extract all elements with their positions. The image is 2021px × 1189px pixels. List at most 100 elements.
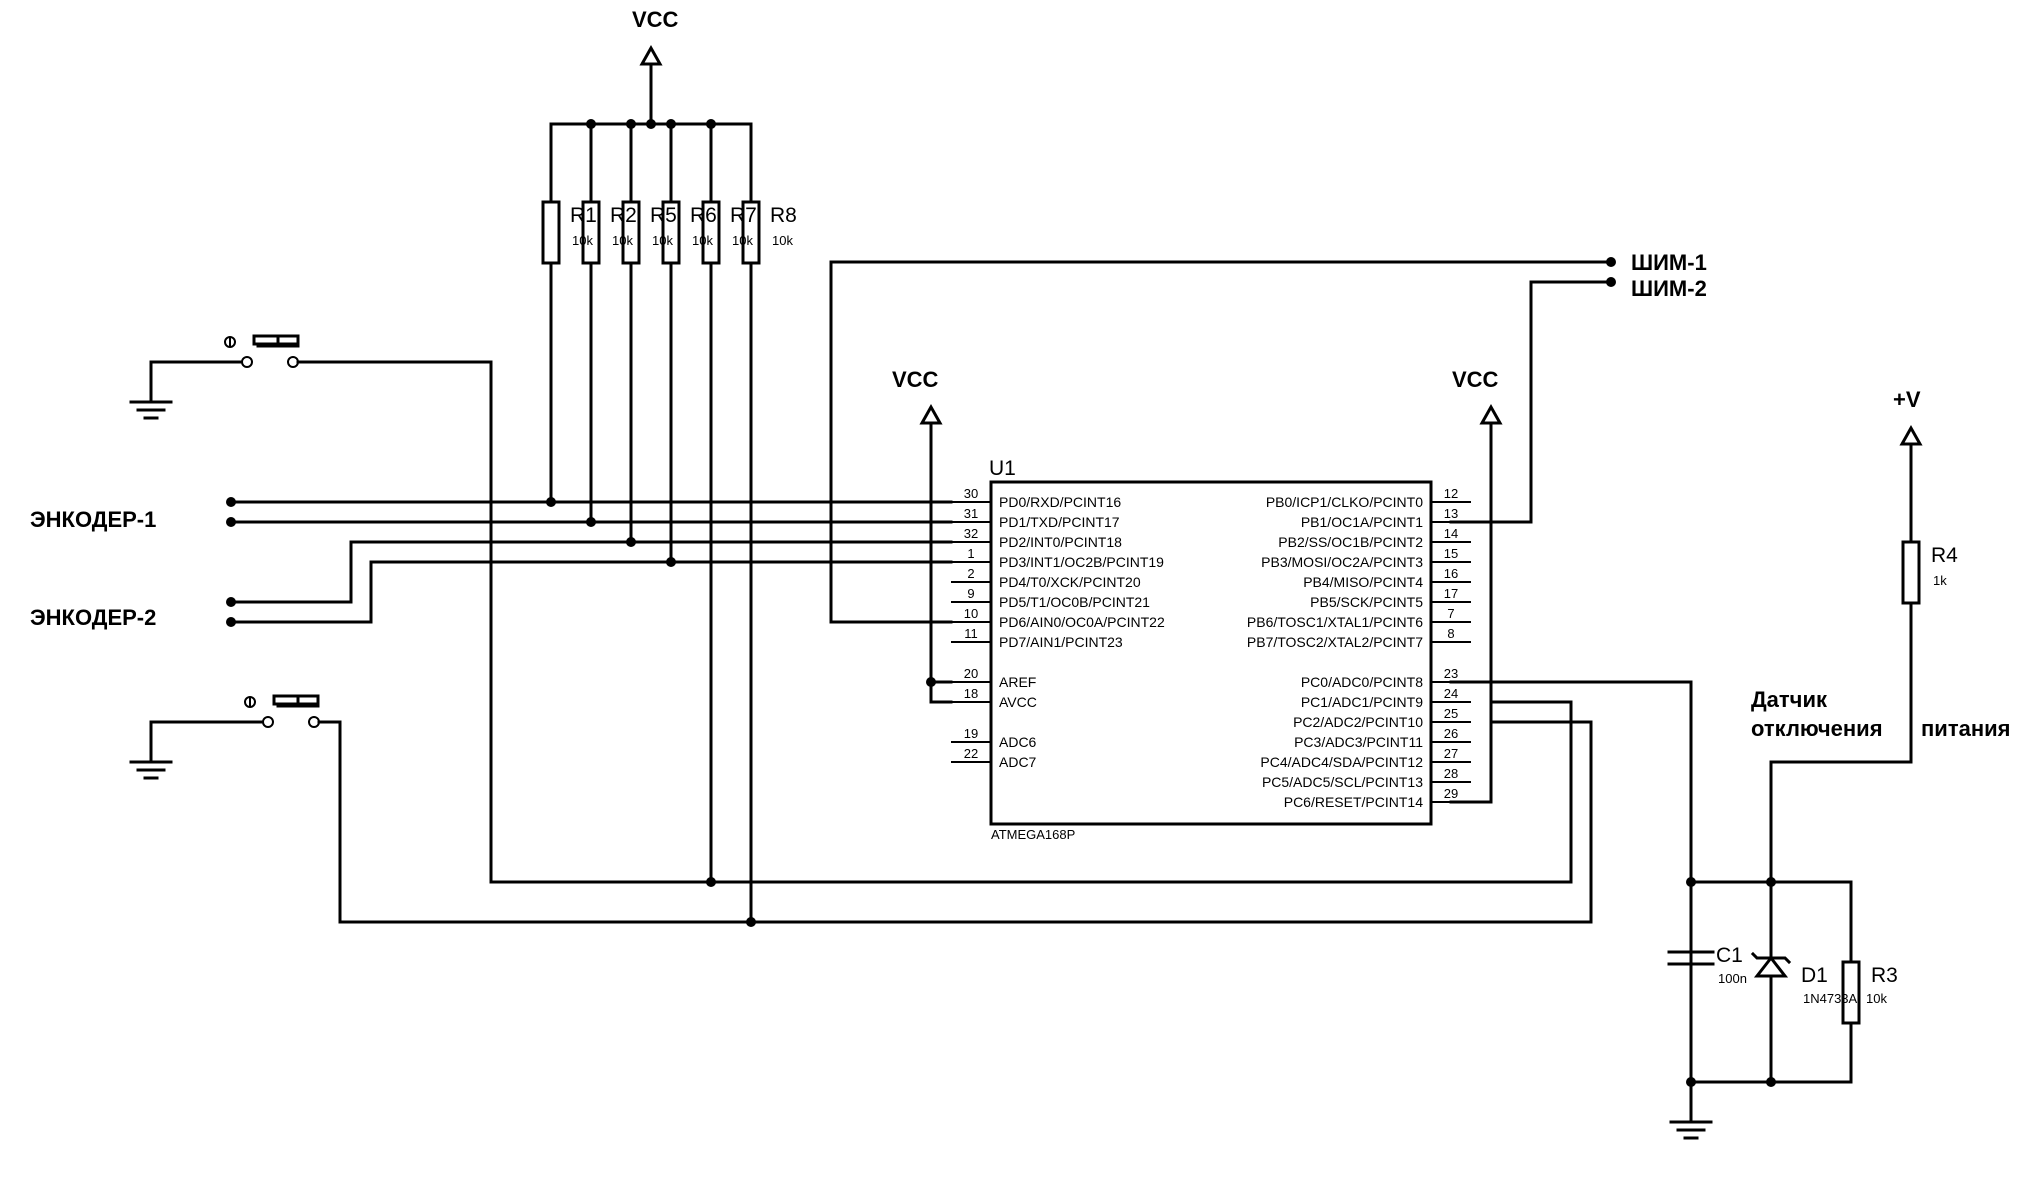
plus-v-arrow bbox=[1899, 424, 1923, 446]
pin-number: 29 bbox=[1444, 786, 1458, 801]
vcc-right-label: VCC bbox=[1452, 367, 1499, 392]
r8-value: 10k bbox=[772, 233, 793, 248]
pin-number: 7 bbox=[1447, 606, 1454, 621]
d1-value: 1N4733A bbox=[1803, 991, 1858, 1006]
pin-number: 20 bbox=[964, 666, 978, 681]
pin-name: PC2/ADC2/PCINT10 bbox=[1293, 714, 1423, 730]
pin-name: PB0/ICP1/CLKO/PCINT0 bbox=[1266, 494, 1423, 510]
vcc-left-label: VCC bbox=[892, 367, 939, 392]
sensor-line2b: питания bbox=[1921, 716, 2010, 741]
encoder2-label: ЭНКОДЕР-2 bbox=[30, 605, 156, 630]
pin-number: 8 bbox=[1447, 626, 1454, 641]
pin-number: 30 bbox=[964, 486, 978, 501]
pin-number: 2 bbox=[967, 566, 974, 581]
pin-name: PC0/ADC0/PCINT8 bbox=[1301, 674, 1423, 690]
pin-name: PB2/SS/OC1B/PCINT2 bbox=[1278, 534, 1423, 550]
pin-number: 17 bbox=[1444, 586, 1458, 601]
r8-ref: R8 bbox=[770, 204, 797, 227]
left-pin-group: 30PD0/RXD/PCINT1631PD1/TXD/PCINT1732PD2/… bbox=[951, 486, 1165, 770]
r7-ref: R7 bbox=[730, 204, 757, 227]
pin-name: PC1/ADC1/PCINT9 bbox=[1301, 694, 1423, 710]
pin-name: PD2/INT0/PCINT18 bbox=[999, 534, 1122, 550]
pin-name: PD0/RXD/PCINT16 bbox=[999, 494, 1121, 510]
c1-value: 100n bbox=[1718, 971, 1747, 986]
d1-ref: D1 bbox=[1801, 964, 1828, 987]
pin-number: 18 bbox=[964, 686, 978, 701]
r5-ref: R5 bbox=[650, 204, 677, 227]
pin-number: 13 bbox=[1444, 506, 1458, 521]
net-pd3 bbox=[229, 560, 953, 624]
plus-v-label: +V bbox=[1893, 387, 1921, 412]
r4-value: 1k bbox=[1933, 573, 1947, 588]
right-pin-group: 12PB0/ICP1/CLKO/PCINT013PB1/OC1A/PCINT11… bbox=[1247, 486, 1471, 810]
vcc-top-arrow bbox=[639, 44, 663, 66]
u1-part: ATMEGA168P bbox=[991, 827, 1075, 842]
push-button-1 bbox=[149, 334, 493, 404]
pin-number: 10 bbox=[964, 606, 978, 621]
ground-1 bbox=[129, 400, 173, 420]
push-button-2 bbox=[149, 694, 342, 764]
pin-name: PB3/MOSI/OC2A/PCINT3 bbox=[1261, 554, 1423, 570]
pin-name: PB5/SCK/PCINT5 bbox=[1310, 594, 1423, 610]
ground-3 bbox=[1669, 1120, 1713, 1140]
pin-number: 32 bbox=[964, 526, 978, 541]
pin-number: 27 bbox=[1444, 746, 1458, 761]
r4-ref: R4 bbox=[1931, 544, 1958, 567]
encoder-terminals bbox=[226, 497, 236, 627]
pin-name: ADC6 bbox=[999, 734, 1037, 750]
r4-body bbox=[1901, 540, 1921, 605]
pin-number: 11 bbox=[964, 626, 978, 641]
pin-name: PB4/MISO/PCINT4 bbox=[1303, 574, 1423, 590]
r5-value: 10k bbox=[652, 233, 673, 248]
net-pc2 bbox=[338, 720, 1593, 924]
ground-2 bbox=[129, 760, 173, 780]
pin-name: PB7/TOSC2/XTAL2/PCINT7 bbox=[1247, 634, 1423, 650]
vcc-left-arrow bbox=[919, 403, 943, 425]
pin-number: 15 bbox=[1444, 546, 1458, 561]
c1-ref: C1 bbox=[1716, 944, 1743, 967]
sensor-line1: Датчик bbox=[1751, 687, 1828, 712]
r2-ref: R2 bbox=[610, 204, 637, 227]
r2-value: 10k bbox=[612, 233, 633, 248]
net-pc1 bbox=[489, 360, 1573, 884]
net-pd2 bbox=[229, 540, 953, 604]
pin-name: AREF bbox=[999, 674, 1036, 690]
r6-ref: R6 bbox=[690, 204, 717, 227]
d1-zener bbox=[1750, 880, 1792, 1084]
net-pd6-pwm1 bbox=[829, 260, 1613, 624]
r7-value: 10k bbox=[732, 233, 753, 248]
pin-name: ADC7 bbox=[999, 754, 1037, 770]
sensor-line2a: отключения bbox=[1751, 716, 1883, 741]
net-pb1-pwm2 bbox=[1449, 280, 1613, 524]
pin-name: PD5/T1/OC0B/PCINT21 bbox=[999, 594, 1150, 610]
pin-number: 22 bbox=[964, 746, 978, 761]
pin-name: PD7/AIN1/PCINT23 bbox=[999, 634, 1123, 650]
pin-name: PD1/TXD/PCINT17 bbox=[999, 514, 1120, 530]
vcc-right-arrow bbox=[1479, 403, 1503, 425]
pin-number: 23 bbox=[1444, 666, 1458, 681]
pin-number: 24 bbox=[1444, 686, 1458, 701]
r6-value: 10k bbox=[692, 233, 713, 248]
pin-name: PD6/AIN0/OC0A/PCINT22 bbox=[999, 614, 1165, 630]
pin-number: 31 bbox=[964, 506, 978, 521]
pwm2-label: ШИМ-2 bbox=[1631, 276, 1707, 301]
r1-value: 10k bbox=[572, 233, 593, 248]
pin-number: 28 bbox=[1444, 766, 1458, 781]
